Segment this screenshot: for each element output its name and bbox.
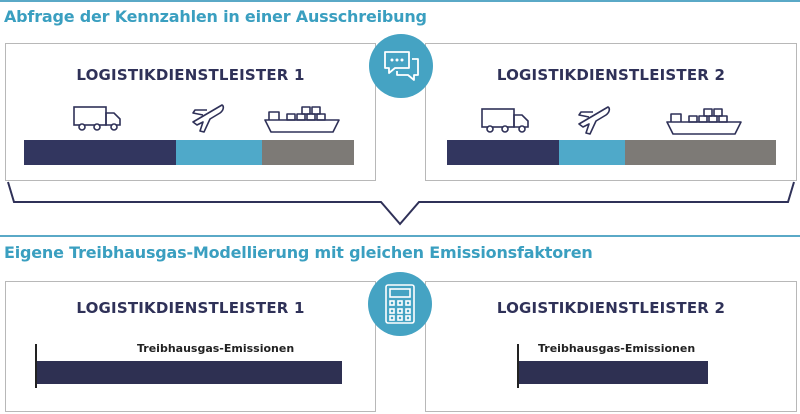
- share-bar-truck-provider-1: [24, 140, 176, 165]
- ship-icon: [264, 106, 340, 133]
- section-title-survey: Abfrage der Kennzahlen in einer Ausschre…: [4, 7, 427, 26]
- calculator-badge: [368, 272, 432, 336]
- panel-title-provider-1: LOGISTIKDIENSTLEISTER 1: [76, 66, 305, 84]
- ship-icon: [666, 108, 742, 135]
- panel-top-provider-2: LOGISTIKDIENSTLEISTER 2: [425, 43, 797, 181]
- share-bar-air-provider-1: [176, 140, 262, 165]
- emission-label: Treibhausgas-Emissionen: [137, 342, 295, 355]
- panel-top-provider-1: LOGISTIKDIENSTLEISTER 1: [5, 43, 376, 181]
- panel-title-provider-2: LOGISTIKDIENSTLEISTER 2: [496, 299, 726, 317]
- emission-axis: [517, 344, 519, 388]
- top-divider-line: [0, 0, 800, 2]
- airplane-icon: [578, 106, 611, 135]
- truck-icon: [73, 106, 121, 131]
- panel-title-provider-1: LOGISTIKDIENSTLEISTER 1: [76, 299, 305, 317]
- calculator-icon: [385, 284, 415, 324]
- emission-bar-provider-1: [37, 361, 342, 384]
- panel-bottom-provider-2: LOGISTIKDIENSTLEISTER 2 Treibhausgas-Emi…: [425, 281, 797, 412]
- chat-bubbles-icon: [384, 51, 419, 81]
- chat-badge: [369, 34, 433, 98]
- airplane-icon: [192, 104, 225, 133]
- emission-axis: [35, 344, 37, 388]
- section-title-modelling: Eigene Treibhausgas-Modellierung mit gle…: [4, 243, 593, 262]
- brace-connector: [7, 181, 795, 226]
- share-bar-ship-provider-1: [262, 140, 354, 165]
- truck-icon: [481, 108, 529, 133]
- emission-label: Treibhausgas-Emissionen: [538, 342, 696, 355]
- panel-bottom-provider-1: LOGISTIKDIENSTLEISTER 1 Treibhausgas-Emi…: [5, 281, 376, 412]
- panel-title-provider-2: LOGISTIKDIENSTLEISTER 2: [496, 66, 726, 84]
- bottom-divider-line: [0, 235, 800, 237]
- share-bar-truck-provider-2: [447, 140, 559, 165]
- share-bar-air-provider-2: [559, 140, 625, 165]
- share-bar-ship-provider-2: [625, 140, 776, 165]
- emission-bar-provider-2: [519, 361, 708, 384]
